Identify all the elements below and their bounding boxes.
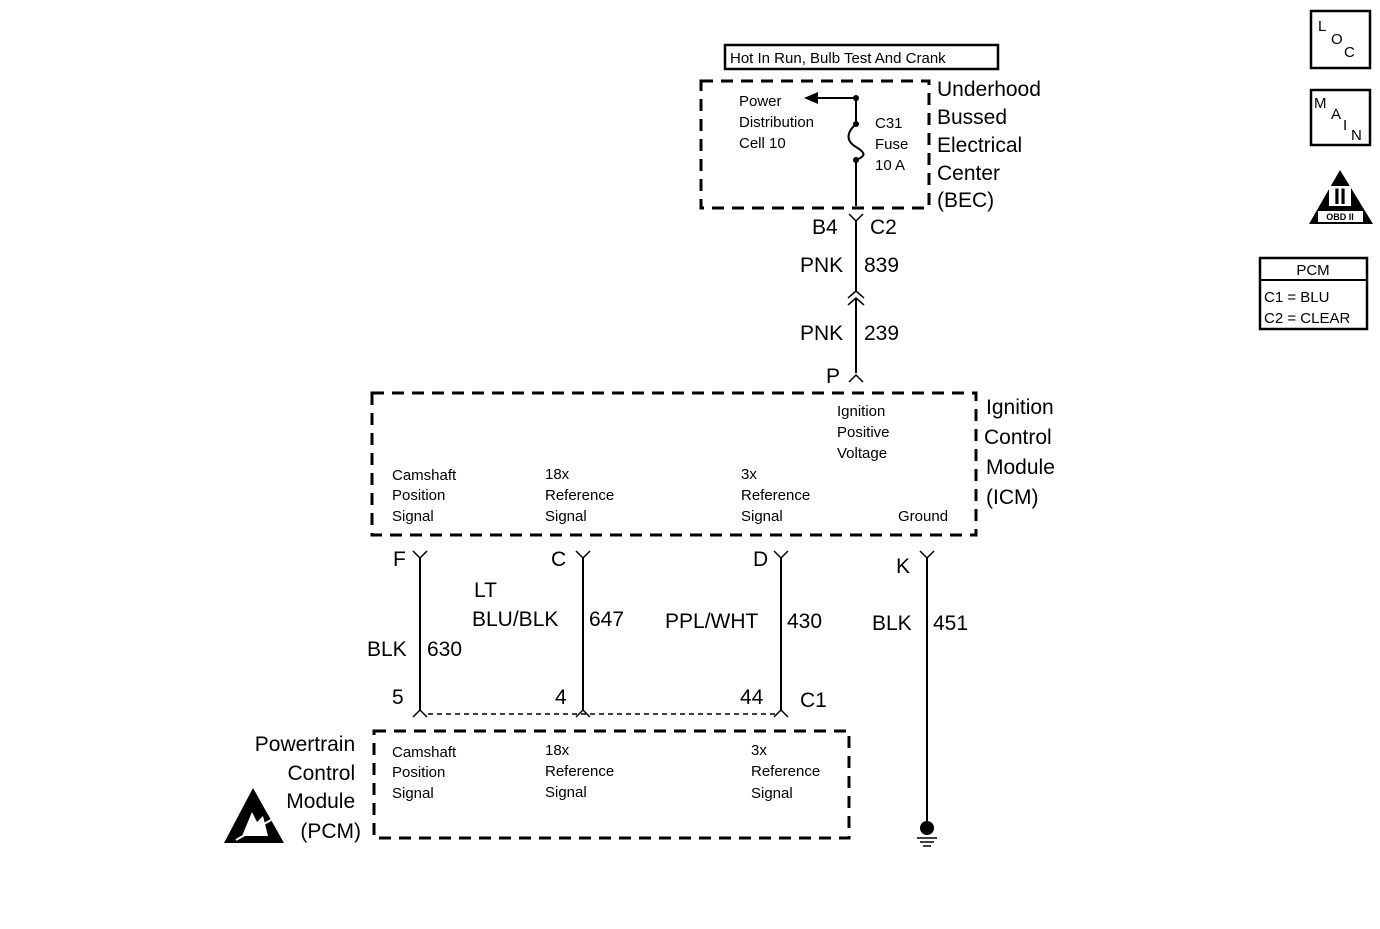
wire-f-blk-630: F BLK 630 5 bbox=[367, 548, 462, 710]
wire-239-circuit: 239 bbox=[864, 322, 899, 345]
pcm-connector-c1: C1 bbox=[412, 689, 827, 718]
loc-icon[interactable]: L O C bbox=[1309, 9, 1372, 70]
inline-connector-icon bbox=[847, 290, 865, 299]
wire-pnk-839-239: PNK 839 PNK 239 P bbox=[800, 221, 899, 388]
wire-k-blk-451: K BLK 451 bbox=[872, 550, 968, 847]
svg-text:N: N bbox=[1351, 127, 1362, 144]
pcm-3x-signal: 3x Reference Signal bbox=[751, 742, 824, 802]
svg-text:A: A bbox=[1331, 106, 1341, 123]
wire-630-color: BLK bbox=[367, 638, 407, 661]
pcm-legend-row: C2 = CLEAR bbox=[1264, 310, 1350, 327]
icm-pin-k: K bbox=[896, 555, 910, 578]
wire-451-color: BLK bbox=[872, 612, 912, 635]
pdc-label: Power Distribution Cell 10 bbox=[739, 93, 818, 152]
pcm: Camshaft Position Signal 18x Reference S… bbox=[224, 729, 851, 843]
ground-icon bbox=[917, 821, 937, 847]
svg-text:O: O bbox=[1331, 31, 1343, 48]
connector-b4: B4 bbox=[812, 216, 838, 239]
wire-839-color: PNK bbox=[800, 254, 843, 277]
connector-bec bbox=[848, 213, 864, 223]
svg-text:C: C bbox=[1344, 44, 1355, 61]
icm-pin-c: C bbox=[551, 548, 566, 571]
pcm-pin-44: 44 bbox=[740, 686, 764, 709]
wire-647-color: LT BLU/BLK bbox=[472, 579, 558, 631]
pcm-connector-label: C1 bbox=[800, 689, 827, 712]
pcm-legend-title: PCM bbox=[1296, 262, 1329, 279]
wire-630-circuit: 630 bbox=[427, 638, 462, 661]
svg-text:II: II bbox=[1334, 184, 1346, 209]
esd-warning-icon bbox=[224, 788, 284, 843]
main-icon[interactable]: M A I N bbox=[1309, 88, 1372, 147]
pcm-name: Powertrain Control Module (PCM) bbox=[255, 733, 361, 843]
wire-c-ltblublk-647: C LT BLU/BLK 647 4 bbox=[472, 548, 624, 710]
pcm-pin-4: 4 bbox=[555, 686, 567, 709]
icm-ground: Ground bbox=[898, 508, 948, 525]
pin-p-connector bbox=[848, 373, 864, 383]
wire-239-color: PNK bbox=[800, 322, 843, 345]
bec-name: Underhood Bussed Electrical Center (BEC) bbox=[937, 78, 1047, 212]
svg-text:I: I bbox=[1343, 117, 1347, 134]
pcm-18x-signal: 18x Reference Signal bbox=[545, 742, 618, 801]
icm: Ignition Positive Voltage Camshaft Posit… bbox=[370, 391, 1061, 537]
svg-text:L: L bbox=[1318, 18, 1326, 35]
icm-pin-p: P bbox=[826, 365, 840, 388]
pcm-legend: PCM C1 = BLU C2 = CLEAR bbox=[1258, 256, 1369, 331]
icm-cam-signal: Camshaft Position Signal bbox=[392, 467, 460, 525]
fuse-label: C31 Fuse 10 A bbox=[875, 115, 913, 174]
svg-text:M: M bbox=[1314, 95, 1327, 112]
connector-c2: C2 bbox=[870, 216, 897, 239]
pcm-cam-signal: Camshaft Position Signal bbox=[392, 744, 460, 802]
power-label: Hot In Run, Bulb Test And Crank bbox=[730, 50, 946, 67]
wire-d-pplwht-430: D PPL/WHT 430 44 bbox=[665, 548, 822, 710]
bec: Power Distribution Cell 10 C31 Fuse 10 A… bbox=[699, 78, 1047, 239]
wire-430-circuit: 430 bbox=[787, 610, 822, 633]
icm-18x-signal: 18x Reference Signal bbox=[545, 466, 618, 525]
obd-ii-icon[interactable]: II OBD II bbox=[1309, 170, 1373, 224]
pcm-legend-row: C1 = BLU bbox=[1264, 289, 1329, 306]
icm-pin-f: F bbox=[393, 548, 406, 571]
wire-839-circuit: 839 bbox=[864, 254, 899, 277]
icm-ign-voltage: Ignition Positive Voltage bbox=[837, 403, 894, 462]
power-source: Hot In Run, Bulb Test And Crank bbox=[723, 43, 1000, 71]
wire-430-color: PPL/WHT bbox=[665, 610, 759, 633]
icm-name: Ignition Control Module (ICM) bbox=[984, 396, 1061, 509]
svg-text:OBD II: OBD II bbox=[1326, 212, 1354, 222]
icm-pin-d: D bbox=[753, 548, 768, 571]
pcm-pin-5: 5 bbox=[392, 686, 404, 709]
icm-3x-signal: 3x Reference Signal bbox=[741, 466, 814, 525]
arrow-left-icon bbox=[804, 92, 818, 104]
wire-451-circuit: 451 bbox=[933, 612, 968, 635]
wire-647-circuit: 647 bbox=[589, 608, 624, 631]
